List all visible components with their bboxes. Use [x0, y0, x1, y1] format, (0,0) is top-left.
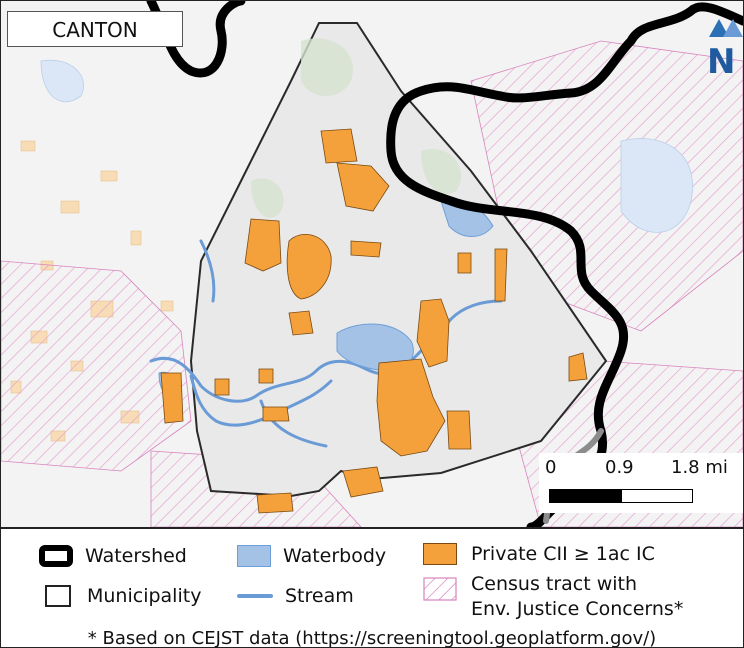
organization-logo: N	[707, 17, 743, 87]
legend-item-private-cii: Private CII ≥ 1ac IC	[423, 543, 655, 565]
municipality-swatch	[45, 585, 71, 607]
legend-item-municipality: Municipality	[45, 585, 201, 607]
legend-label-stream: Stream	[285, 585, 354, 607]
legend-label-waterbody: Waterbody	[283, 545, 387, 567]
private-cii-parcels	[160, 128, 588, 514]
legend-label-census-line1: Census tract with	[471, 573, 638, 595]
map-title-box: CANTON	[7, 11, 183, 47]
legend-item-waterbody: Waterbody	[237, 545, 386, 567]
canton-municipality	[189, 22, 608, 498]
legend-label-municipality: Municipality	[87, 585, 202, 607]
watershed-swatch	[39, 545, 73, 567]
legend-footnote: * Based on CEJST data (https://screening…	[87, 628, 657, 648]
legend-label-private-cii: Private CII ≥ 1ac IC	[471, 543, 655, 565]
scale-bar: 0 0.9 1.8 mi	[539, 453, 743, 513]
private-cii-swatch	[423, 543, 457, 565]
map-canvas	[1, 1, 743, 527]
waterbody-swatch	[237, 545, 271, 567]
scale-label-mid: 0.9	[605, 457, 634, 478]
scale-bar-white	[621, 489, 693, 503]
stream-swatch	[237, 594, 273, 598]
context-water	[40, 59, 693, 233]
scale-bar-black	[549, 489, 623, 503]
legend-label-census-line2: Env. Justice Concerns*	[471, 598, 684, 620]
scale-label-0: 0	[545, 457, 557, 478]
legend-item-watershed: Watershed	[39, 545, 187, 567]
map-title: CANTON	[52, 18, 138, 42]
map-svg	[1, 1, 743, 527]
legend-item-census-tract: Census tract with Env. Justice Concerns*	[423, 573, 683, 620]
legend: Watershed Waterbody Private CII ≥ 1ac IC…	[1, 527, 743, 648]
census-tract-swatch	[423, 577, 457, 601]
legend-item-stream: Stream	[237, 585, 354, 607]
scale-label-max: 1.8 mi	[671, 457, 728, 478]
green-areas	[251, 38, 462, 218]
logo-letter: N	[707, 42, 735, 82]
legend-label-watershed: Watershed	[85, 545, 187, 567]
